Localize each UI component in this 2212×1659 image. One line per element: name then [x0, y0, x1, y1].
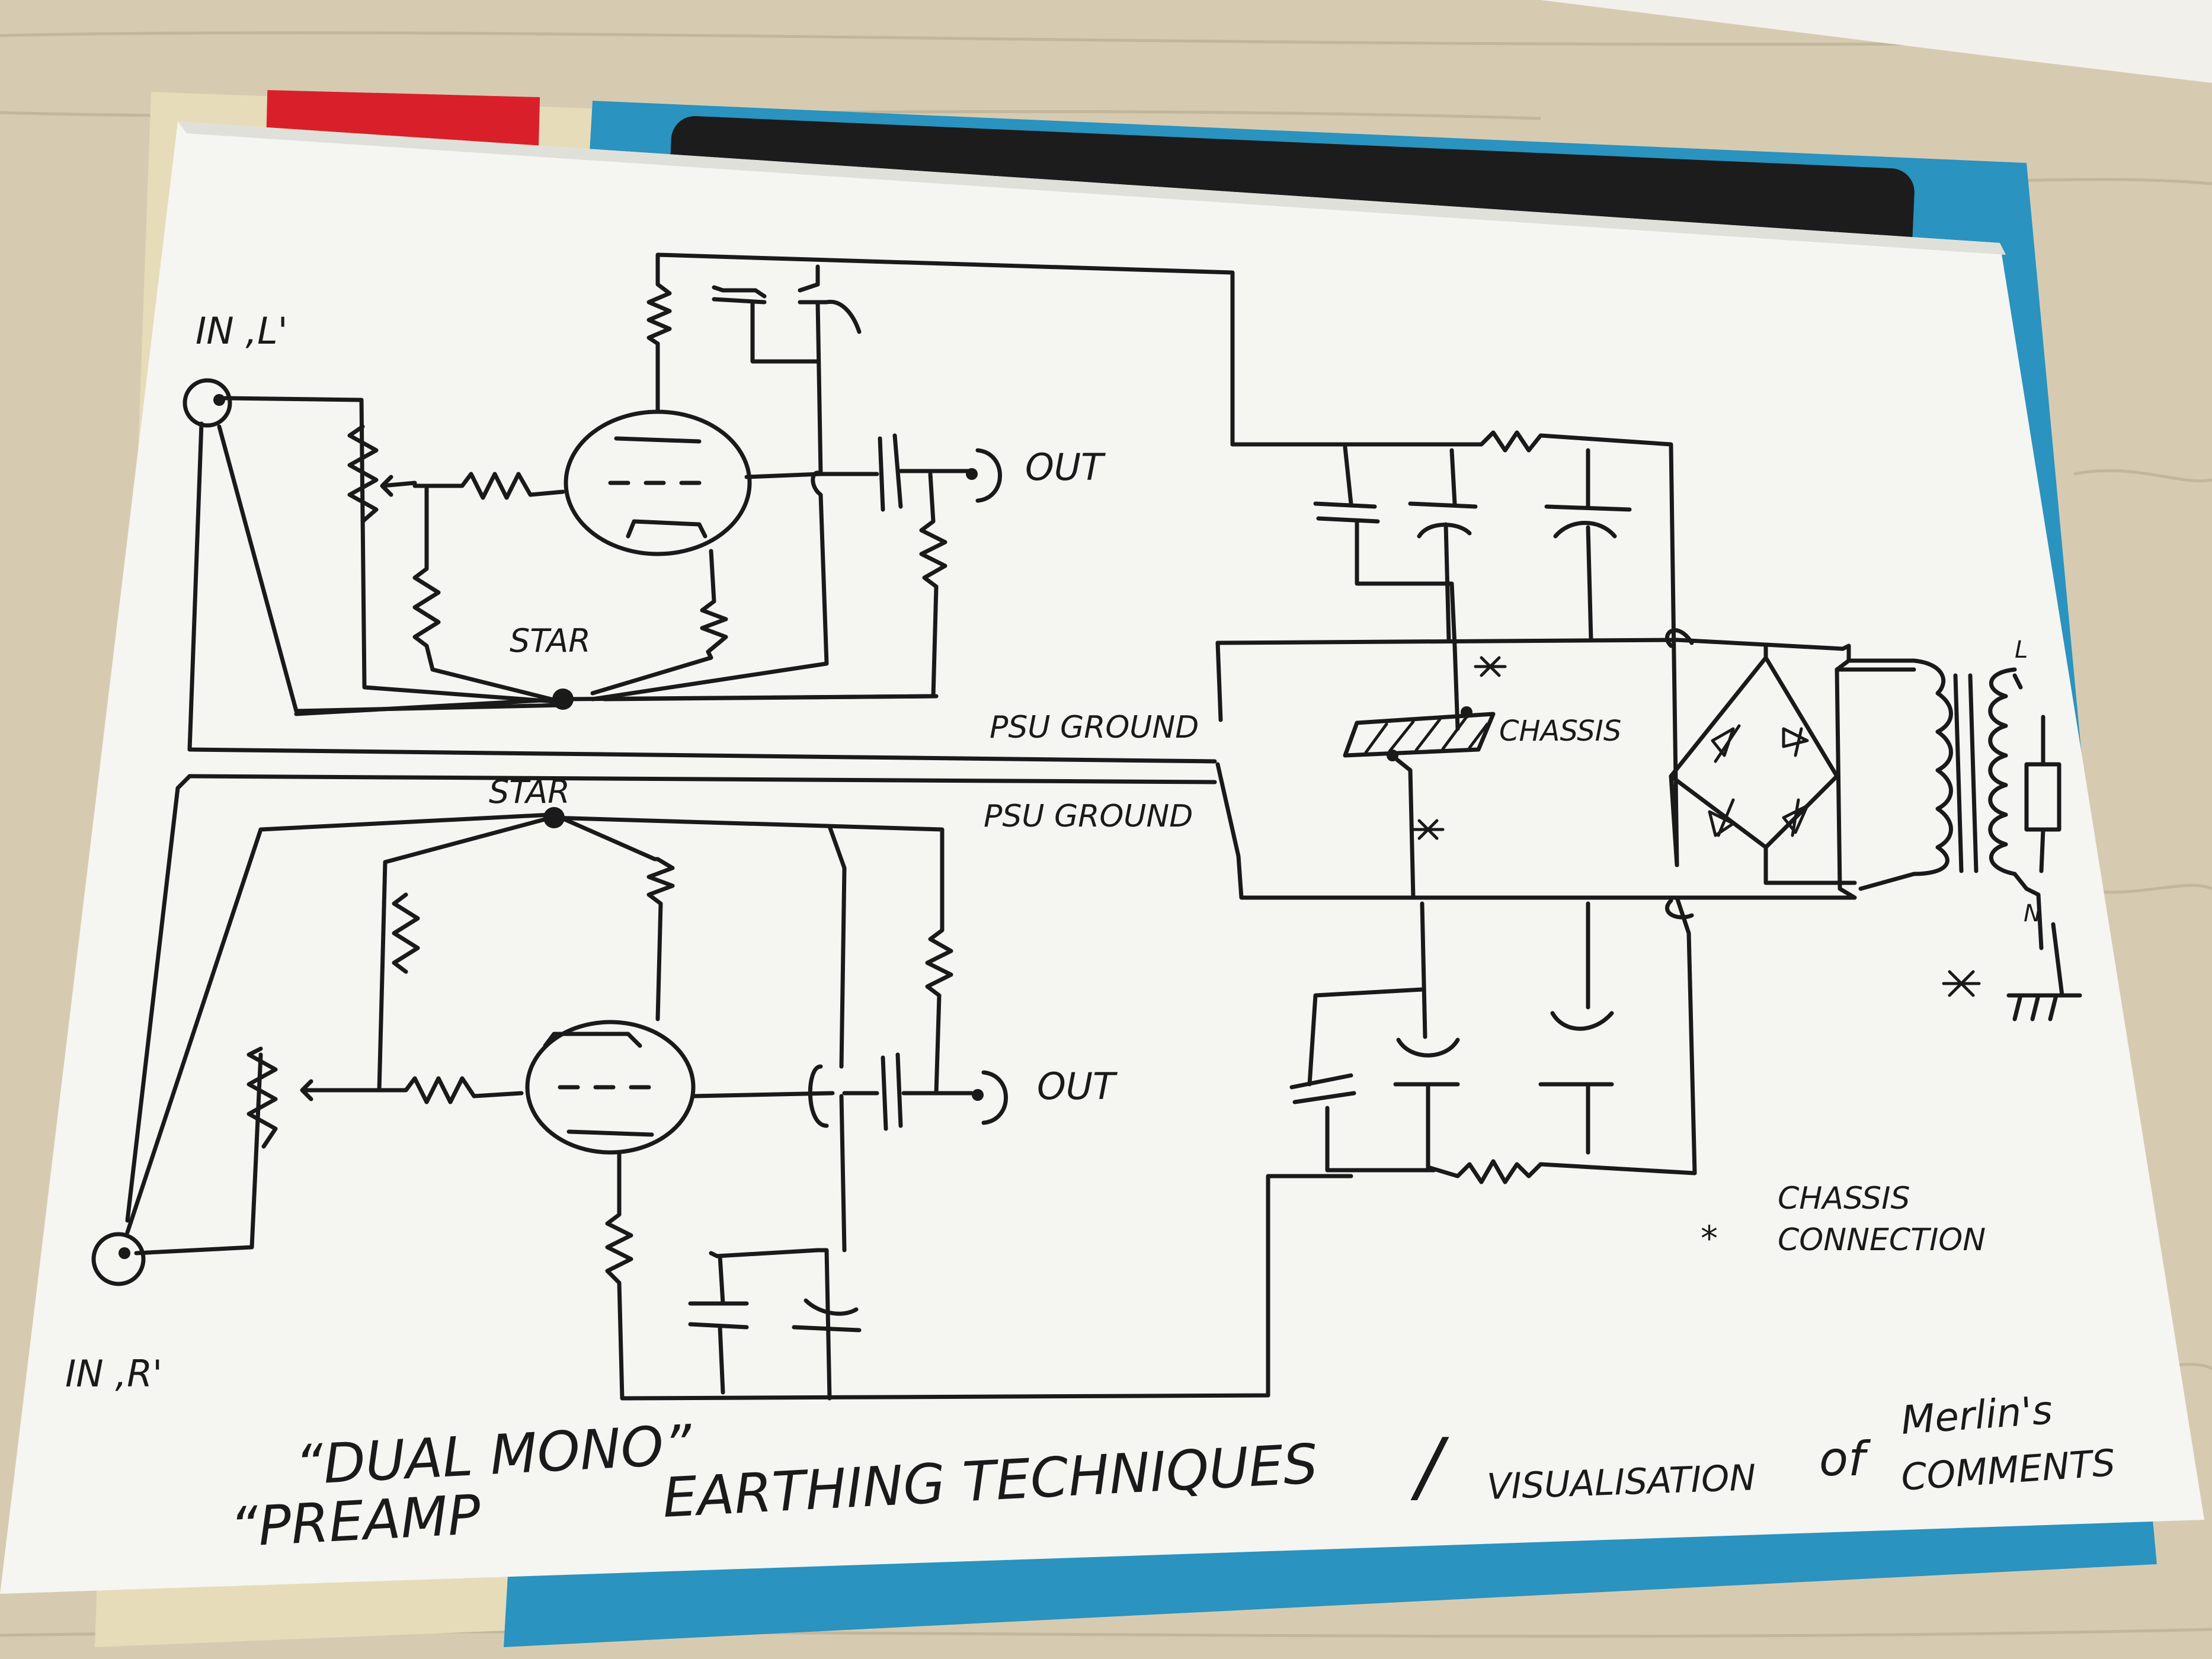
label-out-bottom: OUT — [1037, 1065, 1118, 1108]
star-point-bottom — [543, 807, 565, 828]
chassis-block-icon — [1343, 712, 1496, 758]
legend-line-1: CHASSIS — [1778, 1181, 1910, 1216]
caption-visualisation: VISUALISATION — [1486, 1457, 1756, 1508]
mains-earth-icon — [2006, 922, 2082, 1021]
valve-right-icon — [525, 1020, 696, 1155]
label-in-right: IN ,R' — [65, 1352, 162, 1395]
label-transformer-n: N — [2024, 900, 2041, 927]
caption-merlins: Merlin's — [1900, 1387, 2054, 1443]
label-psu-ground-top: PSU GROUND — [990, 710, 1199, 745]
label-chassis: CHASSIS — [1499, 715, 1621, 748]
caption-preamp: “PREAMP — [229, 1483, 483, 1559]
paper-corner — [1541, 0, 2212, 83]
channel-left-circuit — [183, 252, 1235, 764]
label-star-bottom: STAR — [489, 773, 570, 811]
legend-symbol: * — [1701, 1218, 1718, 1258]
label-in-left: IN ,L' — [196, 309, 288, 353]
input-jack-right-icon — [91, 1232, 146, 1286]
legend-line-2: CONNECTION — [1778, 1222, 1986, 1258]
input-jack-left-icon — [183, 378, 232, 428]
label-out-top: OUT — [1025, 446, 1106, 489]
label-transformer-l: L — [2015, 636, 2028, 664]
power-supply-circuit — [1215, 430, 2082, 1184]
label-star-top: STAR — [510, 622, 591, 659]
transformer-secondary-icon — [1846, 658, 1953, 891]
channel-right-circuit — [91, 774, 1353, 1401]
transformer-primary-icon — [1988, 667, 2017, 876]
chassis-markers — [1411, 656, 1981, 997]
paper-sheet — [0, 121, 2204, 1594]
label-psu-ground-bottom: PSU GROUND — [984, 799, 1193, 834]
caption-of: of — [1819, 1431, 1871, 1487]
